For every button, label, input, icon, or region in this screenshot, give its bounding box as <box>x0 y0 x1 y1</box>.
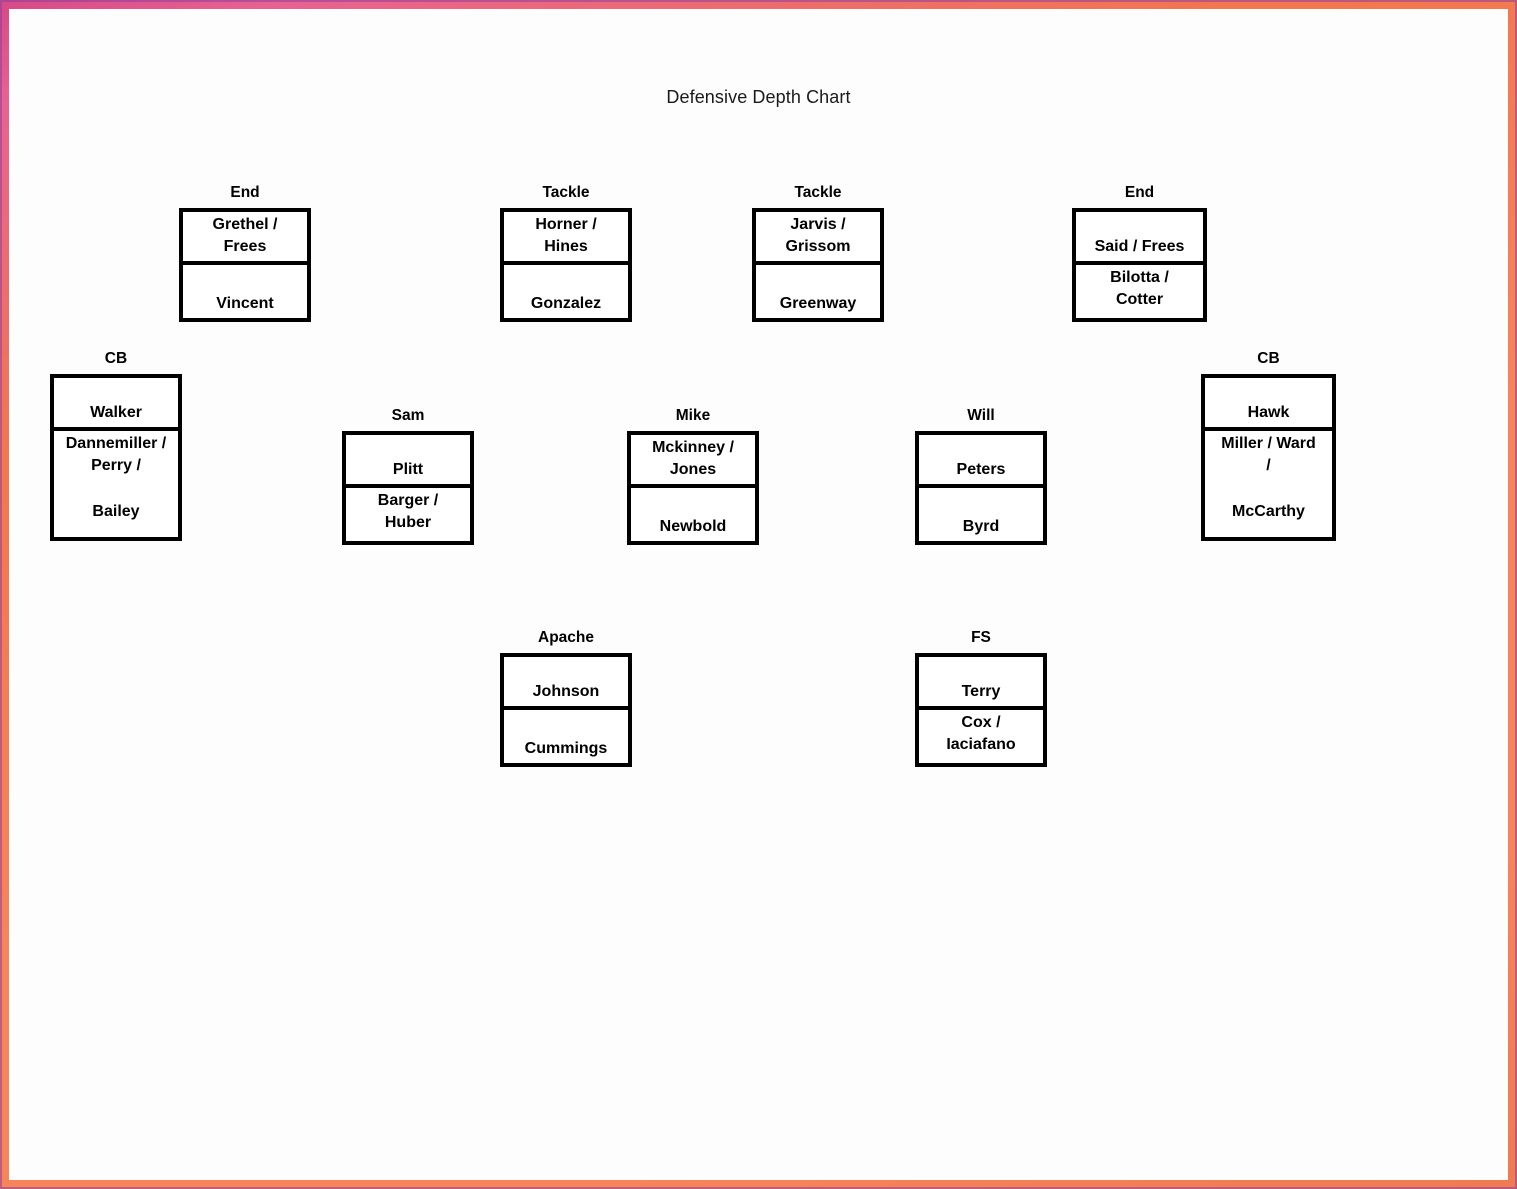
position-label-end-left: End <box>230 184 260 201</box>
depth-cell-backup[interactable]: Barger / Huber <box>346 487 470 541</box>
depth-box-fs[interactable]: Terry Cox / Iaciafano <box>915 652 1047 767</box>
depth-cell-starter[interactable]: Jarvis / Grissom <box>756 211 880 265</box>
chart-canvas: Defensive Depth Chart End Grethel / Free… <box>9 9 1508 1180</box>
depth-cell-backup[interactable]: Greenway <box>756 264 880 318</box>
position-group-apache: Apache Johnson Cummings <box>500 630 632 767</box>
depth-cell-backup[interactable]: Dannemiller / Perry / Bailey <box>54 430 178 537</box>
position-group-tackle-right: Tackle Jarvis / Grissom Greenway <box>752 185 884 322</box>
depth-box-end-right[interactable]: Said / Frees Bilotta / Cotter <box>1072 207 1207 322</box>
position-group-end-right: End Said / Frees Bilotta / Cotter <box>1072 185 1207 322</box>
depth-box-cb-right[interactable]: Hawk Miller / Ward / McCarthy <box>1201 373 1336 541</box>
depth-box-end-left[interactable]: Grethel / Frees Vincent <box>179 207 311 322</box>
depth-cell-backup[interactable]: Cox / Iaciafano <box>919 709 1043 763</box>
position-label-cb-right: CB <box>1257 350 1280 367</box>
depth-cell-starter[interactable]: Mckinney / Jones <box>631 434 755 488</box>
position-group-mike: Mike Mckinney / Jones Newbold <box>627 408 759 545</box>
depth-cell-backup[interactable]: Vincent <box>183 264 307 318</box>
depth-cell-backup[interactable]: Bilotta / Cotter <box>1076 264 1203 318</box>
page-title: Defensive Depth Chart <box>666 87 851 107</box>
depth-cell-starter[interactable]: Johnson <box>504 656 628 710</box>
depth-cell-backup[interactable]: Newbold <box>631 487 755 541</box>
position-label-apache: Apache <box>538 629 594 646</box>
depth-cell-backup[interactable]: Byrd <box>919 487 1043 541</box>
depth-box-tackle-left[interactable]: Horner / Hines Gonzalez <box>500 207 632 322</box>
depth-cell-starter[interactable]: Said / Frees <box>1076 211 1203 265</box>
position-group-tackle-left: Tackle Horner / Hines Gonzalez <box>500 185 632 322</box>
depth-cell-starter[interactable]: Terry <box>919 656 1043 710</box>
depth-cell-starter[interactable]: Walker <box>54 377 178 431</box>
depth-box-will[interactable]: Peters Byrd <box>915 430 1047 545</box>
position-group-cb-left: CB Walker Dannemiller / Perry / Bailey <box>50 351 182 541</box>
depth-box-tackle-right[interactable]: Jarvis / Grissom Greenway <box>752 207 884 322</box>
depth-cell-starter[interactable]: Plitt <box>346 434 470 488</box>
position-group-will: Will Peters Byrd <box>915 408 1047 545</box>
depth-cell-starter[interactable]: Peters <box>919 434 1043 488</box>
position-label-tackle-right: Tackle <box>794 184 842 201</box>
depth-cell-backup[interactable]: Cummings <box>504 709 628 763</box>
position-group-fs: FS Terry Cox / Iaciafano <box>915 630 1047 767</box>
position-label-sam: Sam <box>391 407 425 424</box>
depth-cell-starter[interactable]: Hawk <box>1205 377 1332 431</box>
depth-cell-starter[interactable]: Horner / Hines <box>504 211 628 265</box>
position-group-cb-right: CB Hawk Miller / Ward / McCarthy <box>1201 351 1336 541</box>
position-label-fs: FS <box>971 629 991 646</box>
depth-box-cb-left[interactable]: Walker Dannemiller / Perry / Bailey <box>50 373 182 541</box>
depth-cell-starter[interactable]: Grethel / Frees <box>183 211 307 265</box>
position-label-tackle-left: Tackle <box>542 184 590 201</box>
depth-box-apache[interactable]: Johnson Cummings <box>500 652 632 767</box>
position-label-will: Will <box>967 407 995 424</box>
depth-cell-backup[interactable]: Gonzalez <box>504 264 628 318</box>
position-group-sam: Sam Plitt Barger / Huber <box>342 408 474 545</box>
position-group-end-left: End Grethel / Frees Vincent <box>179 185 311 322</box>
depth-cell-backup[interactable]: Miller / Ward / McCarthy <box>1205 430 1332 537</box>
depth-box-mike[interactable]: Mckinney / Jones Newbold <box>627 430 759 545</box>
position-label-end-right: End <box>1124 184 1155 201</box>
position-label-cb-left: CB <box>104 350 128 367</box>
depth-box-sam[interactable]: Plitt Barger / Huber <box>342 430 474 545</box>
position-label-mike: Mike <box>675 407 711 424</box>
